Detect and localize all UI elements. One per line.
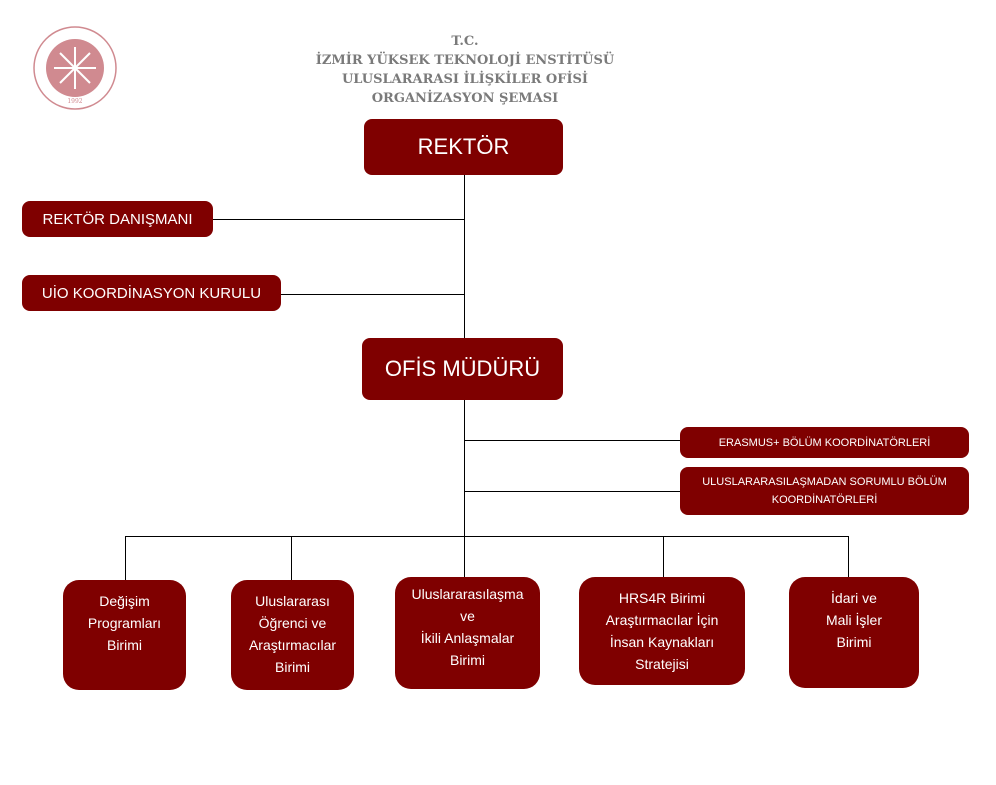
- connector: [464, 491, 680, 492]
- unit-uluslararasi-ogrenci: Uluslararası Öğrenci ve Araştırmacılar B…: [231, 580, 354, 690]
- header-title: T.C. İZMİR YÜKSEK TEKNOLOJİ ENSTİTÜSÜ UL…: [300, 32, 630, 108]
- connector: [848, 536, 849, 577]
- unit-label-line: Birimi: [449, 652, 485, 668]
- unit-label-line: Araştırmacılar İçin: [605, 612, 719, 628]
- unit-label-line: Programları: [87, 615, 162, 631]
- header-line: İZMİR YÜKSEK TEKNOLOJİ ENSTİTÜSÜ: [315, 53, 615, 68]
- unit-label-line: Uluslararasılaşma: [411, 586, 524, 602]
- unit-label-line: Stratejisi: [635, 656, 689, 672]
- institute-logo: 1992: [33, 26, 117, 110]
- unit-idari-mali-isler: İdari ve Mali İşler Birimi: [789, 577, 919, 688]
- connector: [125, 536, 849, 537]
- unit-label-line: HRS4R Birimi: [618, 590, 706, 606]
- node-label: UİO KOORDİNASYON KURULU: [41, 284, 262, 302]
- unit-label-line: İkili Anlaşmalar: [420, 630, 515, 646]
- svg-text:1992: 1992: [67, 98, 82, 105]
- unit-label-line: İnsan Kaynakları: [609, 634, 715, 650]
- header-line: T.C.: [451, 34, 479, 49]
- unit-uluslararasilasma: Uluslararasılaşma ve İkili Anlaşmalar Bi…: [395, 577, 540, 689]
- header-line: ORGANİZASYON ŞEMASI: [371, 91, 559, 106]
- unit-label-line: ve: [460, 608, 475, 624]
- unit-label-line: Mali İşler: [825, 612, 882, 628]
- node-koordinasyon-kurulu: UİO KOORDİNASYON KURULU: [22, 275, 281, 311]
- unit-label-line: Birimi: [836, 634, 872, 650]
- unit-label-line: İdari ve: [831, 590, 877, 606]
- node-uluslararasilasma-koordinatorleri: ULUSLARARASILAŞMADAN SORUMLU BÖLÜM KOORD…: [680, 467, 969, 515]
- node-label: REKTÖR DANIŞMANI: [42, 210, 193, 228]
- connector: [213, 219, 464, 220]
- unit-label-line: Birimi: [275, 659, 310, 675]
- node-ofis-muduru: OFİS MÜDÜRÜ: [362, 338, 563, 400]
- node-label: REKTÖR: [417, 134, 510, 159]
- unit-label-line: Birimi: [106, 637, 142, 653]
- node-rektor: REKTÖR: [364, 119, 563, 175]
- node-label: ULUSLARARASILAŞMADAN SORUMLU BÖLÜM KOORD…: [702, 476, 947, 506]
- unit-label-line: Öğrenci ve: [258, 615, 327, 631]
- unit-label-line: Uluslararası: [255, 593, 330, 609]
- connector: [464, 400, 465, 580]
- node-label: OFİS MÜDÜRÜ: [384, 356, 541, 381]
- connector: [464, 175, 465, 338]
- node-rektor-danismani: REKTÖR DANIŞMANI: [22, 201, 213, 237]
- connector: [125, 536, 126, 580]
- connector: [291, 536, 292, 580]
- connector: [464, 440, 680, 441]
- connector: [281, 294, 464, 295]
- node-label: ERASMUS+ BÖLÜM KOORDİNATÖRLERİ: [718, 436, 931, 449]
- node-erasmus-koordinatorleri: ERASMUS+ BÖLÜM KOORDİNATÖRLERİ: [680, 427, 969, 458]
- unit-hrs4r: HRS4R Birimi Araştırmacılar İçin İnsan K…: [579, 577, 745, 685]
- unit-label-line: Araştırmacılar: [248, 637, 337, 653]
- unit-label-line: Değişim: [99, 593, 150, 609]
- connector: [663, 536, 664, 577]
- unit-degisim-programlari: Değişim Programları Birimi: [63, 580, 186, 690]
- header-line: ULUSLARARASI İLİŞKİLER OFİSİ: [341, 72, 589, 87]
